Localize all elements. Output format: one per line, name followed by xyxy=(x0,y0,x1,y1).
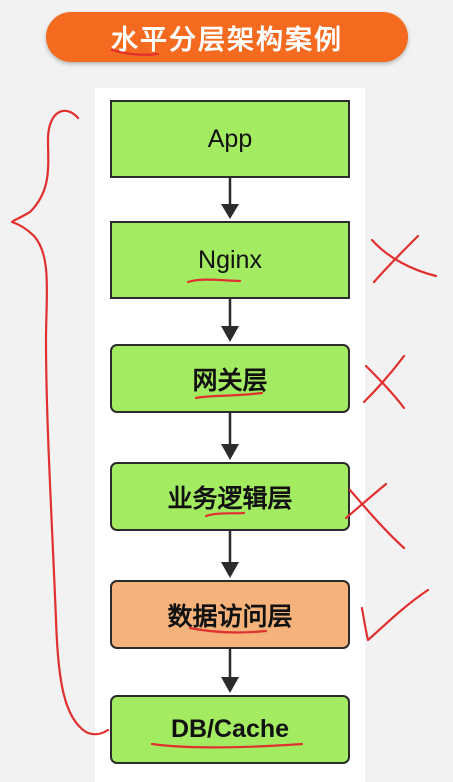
cross-gateway-icon xyxy=(362,354,406,410)
layer-db-cache-label: DB/Cache xyxy=(170,715,290,743)
layer-db-cache: DB/Cache xyxy=(110,695,350,764)
layer-nginx: Nginx xyxy=(110,221,350,299)
layer-data-access-label: 数据访问层 xyxy=(167,602,293,631)
layer-gateway: 网关层 xyxy=(110,344,350,413)
underline-business xyxy=(204,511,246,518)
layer-business-logic: 业务逻辑层 xyxy=(110,462,350,531)
title-text: 水平分层架构案例 xyxy=(111,24,343,56)
layer-nginx-label: Nginx xyxy=(198,245,262,274)
cross-business-icon xyxy=(344,482,406,550)
arrow-app-nginx xyxy=(221,178,239,219)
check-mark-icon xyxy=(360,588,430,642)
layer-business-logic-label: 业务逻辑层 xyxy=(167,484,293,513)
brace-annotation xyxy=(10,109,110,736)
layer-app: App xyxy=(110,100,350,178)
arrow-data-db xyxy=(221,649,239,693)
cross-nginx-icon xyxy=(370,234,438,284)
arrow-business-data xyxy=(221,531,239,578)
layer-app-label: App xyxy=(207,124,253,153)
underline-data-access xyxy=(188,626,268,634)
underline-db-cache xyxy=(150,742,304,749)
underline-nginx xyxy=(186,278,242,284)
underline-title xyxy=(110,48,160,56)
layer-gateway-label: 网关层 xyxy=(192,366,268,395)
title-banner: 水平分层架构案例 xyxy=(46,12,408,62)
layer-data-access: 数据访问层 xyxy=(110,580,350,649)
arrow-nginx-gateway xyxy=(221,299,239,342)
arrow-gateway-business xyxy=(221,413,239,460)
underline-gateway xyxy=(194,391,264,400)
